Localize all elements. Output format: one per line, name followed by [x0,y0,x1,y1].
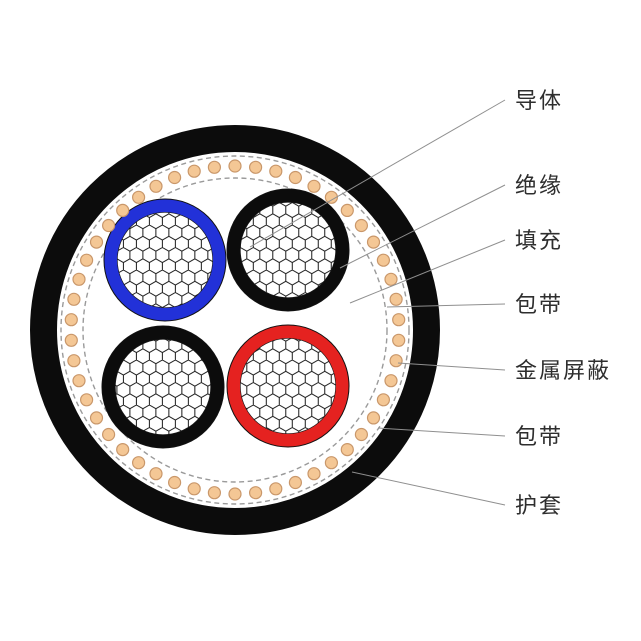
shield-wire-dot [384,374,398,388]
shield-wire-dot [79,393,94,407]
label-inner-tape: 包带 [515,293,563,318]
label-metal-shield: 金属屏蔽 [515,359,611,384]
leader-line-sheath [351,471,506,506]
shield-wire-dot [389,292,403,306]
shield-wire-dot [132,190,146,204]
leader-line-metal-shield [397,362,506,371]
label-filling: 填充 [515,229,563,254]
shield-wire-dot [389,354,403,368]
leader-line-inner-tape [386,303,506,308]
shield-wire-dot [376,253,390,267]
shield-wire-dot [187,164,201,178]
shield-wire-dot [72,272,86,286]
insulation-ring-red [227,325,349,447]
label-outer-tape: 包带 [515,425,563,450]
shield-dot-ring [64,159,406,501]
shield-wire-dot [64,333,78,347]
leader-line-insulation [339,184,506,269]
shield-wire-dot [101,218,116,233]
shield-wire-dot [89,411,104,425]
conductor-core-top-left [103,198,227,322]
shield-wire-dot [366,411,381,425]
label-insulation: 绝缘 [515,174,563,199]
leader-line-filling [349,239,506,304]
leader-lines [249,99,506,506]
conductor-core-bottom-right [226,324,350,448]
core-outline [226,188,350,312]
sheath-ring [30,125,440,535]
shield-wire-dot [366,235,381,249]
insulation-ring-black [102,326,224,448]
shield-wire-dot [340,203,354,217]
shield-wire-dot [67,292,81,306]
shield-wire-dot [207,160,221,174]
shield-wire-dot [207,486,221,500]
shield-wire-dot [89,235,104,249]
part-labels: 导体 绝缘 填充 包带 金属屏蔽 包带 护套 [515,89,611,519]
label-conductor: 导体 [515,89,563,114]
conductor-core-bottom-left [101,325,225,449]
conductor-strands [239,201,337,299]
shield-wire-dot [168,475,182,490]
shield-wire-dot [376,393,390,407]
shield-wire-dot [288,475,302,490]
shield-wire-dot [168,170,182,185]
shield-wire-dot [228,487,242,501]
shield-wire-dot [64,313,78,327]
core-outline [226,324,350,448]
label-sheath: 护套 [515,494,563,519]
shield-wire-dot [116,443,130,457]
shield-wire-dot [307,179,321,193]
shield-wire-dot [392,313,406,327]
leader-line-conductor [249,99,506,248]
core-outline [103,198,227,322]
shield-wire-dot [249,160,263,174]
insulation-ring-blue [104,199,226,321]
core-outline [101,325,225,449]
shield-wire-dot [324,190,338,204]
leader-line-outer-tape [377,427,506,437]
shield-wire-dot [116,203,130,217]
insulation-ring-black [227,189,349,311]
conductor-strands [116,211,214,309]
shield-wire-dot [307,467,321,481]
shield-wire-dot [384,272,398,286]
shield-wire-dot [149,467,163,481]
conductor-strands [239,337,337,435]
shield-wire-dot [79,253,94,267]
shield-wire-dot [392,333,406,347]
conductor-strands [114,338,212,436]
shield-wire-dot [324,456,338,470]
shield-wire-dot [101,427,116,442]
outer-tape-circle [60,155,410,505]
shield-wire-dot [187,482,201,496]
shield-wire-dot [340,443,354,457]
shield-wire-dot [269,482,283,496]
shield-wire-dot [72,374,86,388]
conductor-core-top-right [226,188,350,312]
shield-wire-dot [67,354,81,368]
shield-wire-dot [149,179,163,193]
shield-wire-dot [288,170,302,185]
shield-wire-dot [269,164,283,178]
shield-wire-dot [354,427,368,442]
shield-wire-dot [354,218,368,233]
shield-wire-dot [228,159,242,173]
shield-wire-dot [132,456,146,470]
shield-wire-dot [249,486,263,500]
